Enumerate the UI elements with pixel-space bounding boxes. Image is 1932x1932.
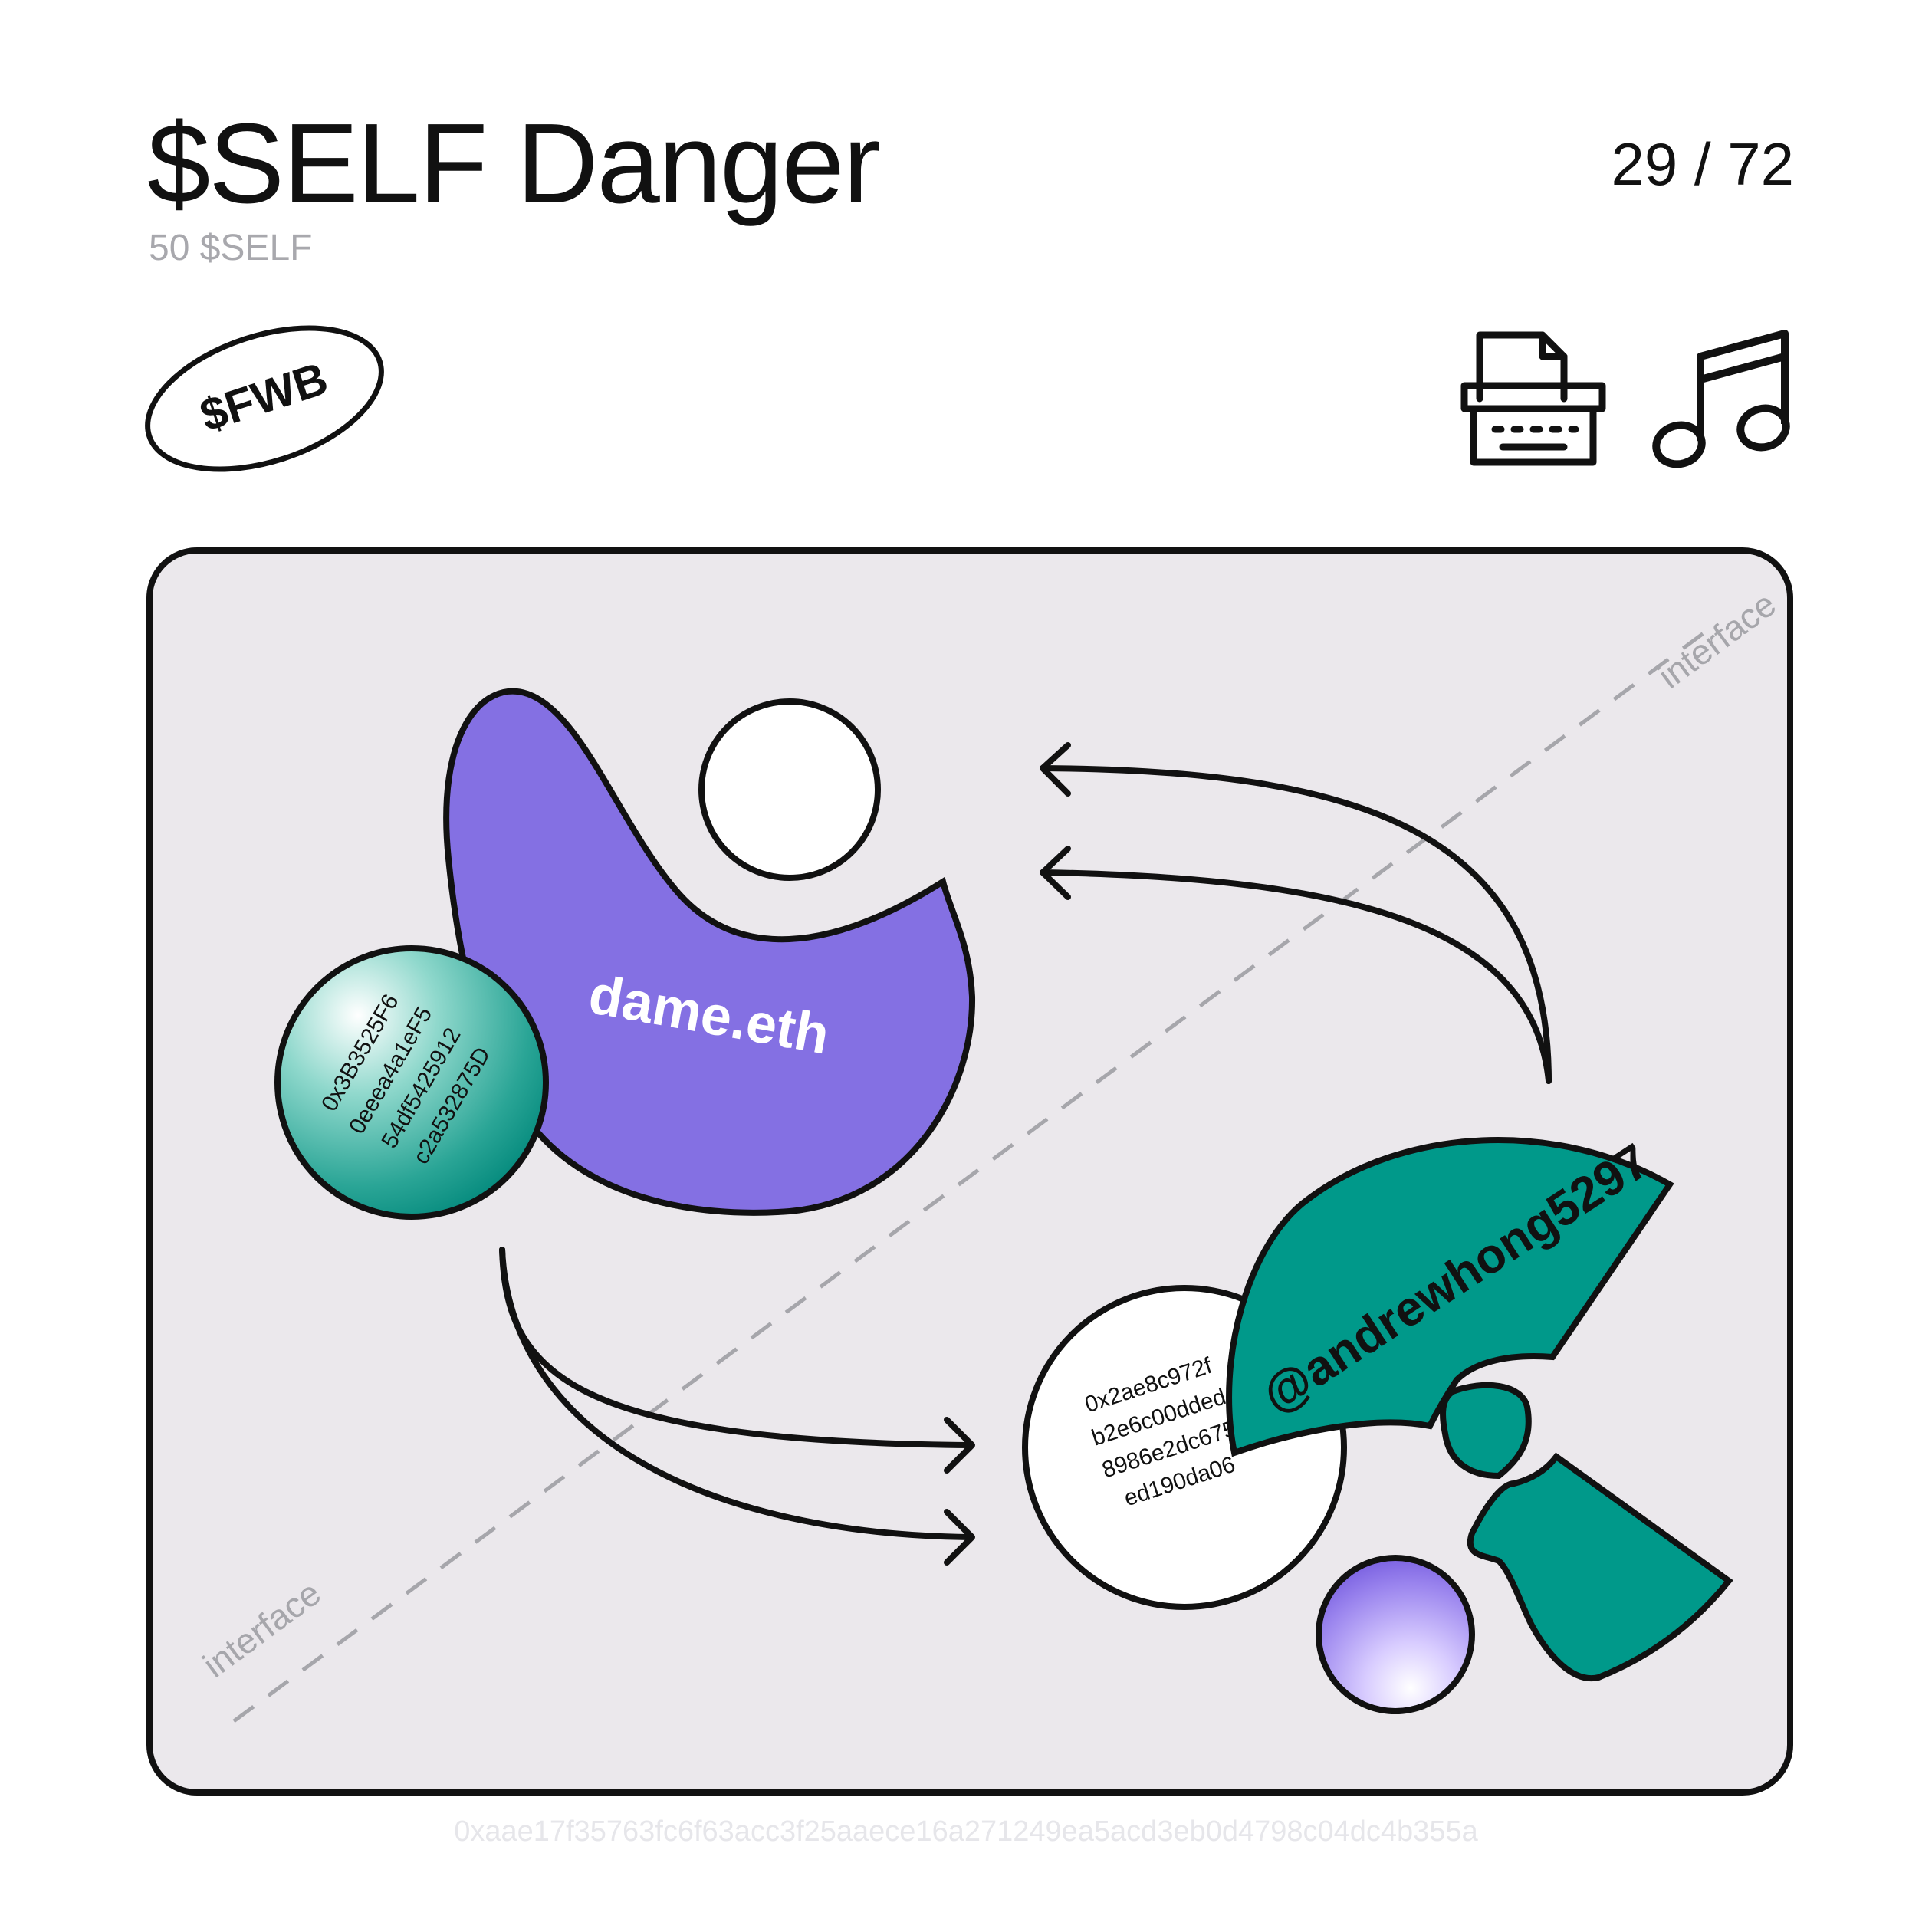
send-arrowhead-upper: [944, 1417, 975, 1474]
edition-counter: 29 / 72: [1611, 130, 1794, 198]
send-arrow-lower: [499, 1247, 973, 1540]
receiver-teal-fan: [1226, 1137, 1674, 1457]
receiver-teal-piece-upper: [1440, 1382, 1532, 1480]
price-subtitle: 50 $SELF: [149, 228, 313, 268]
fwb-badge: $FWB: [145, 325, 384, 472]
sender-head-circle: [698, 698, 881, 881]
interface-divider: [232, 626, 1711, 1723]
receiver-token-sphere: [1316, 1555, 1475, 1714]
return-arrowhead-lower: [1040, 846, 1071, 900]
transaction-hash: 0xaae17f35763fc6f63acc3f25aaece16a271249…: [454, 1815, 1478, 1848]
receiver-teal-piece-lower: [1467, 1452, 1733, 1682]
return-arrow-lower: [1040, 869, 1552, 1084]
music-note-icon[interactable]: [1648, 326, 1802, 479]
typewriter-icon[interactable]: [1457, 326, 1610, 479]
sender-purple-blob: [443, 688, 976, 1216]
send-arrows: [499, 1247, 975, 1566]
sender-token-sphere: [274, 945, 549, 1220]
page-title: $SELF Danger: [147, 100, 881, 227]
send-arrowhead-lower: [944, 1509, 975, 1566]
return-arrows: [1040, 742, 1552, 1084]
return-arrow-upper: [1040, 765, 1552, 1084]
return-arrowhead-upper: [1040, 742, 1071, 797]
